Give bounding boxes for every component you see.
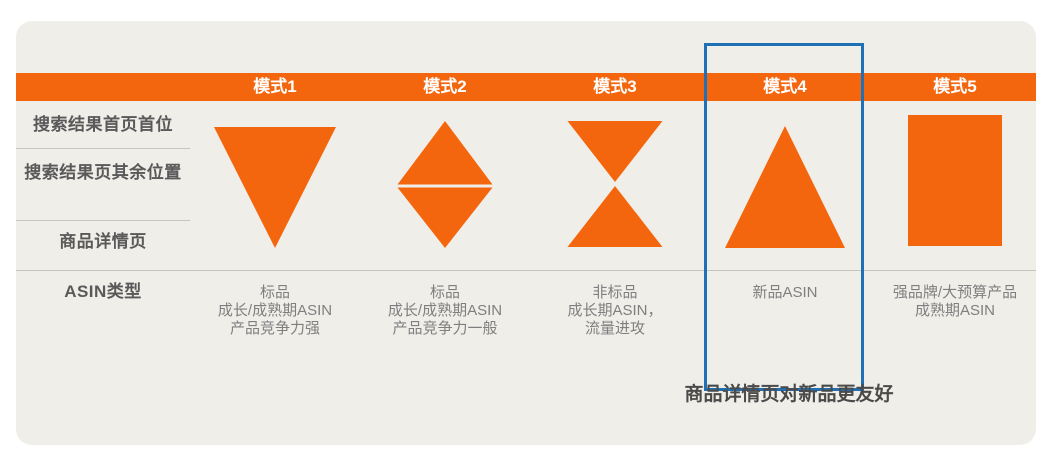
mode2-header: 模式2: [423, 77, 467, 96]
mode5-asin-type: 强品牌/大预算产品 成熟期ASIN: [870, 284, 1040, 320]
row-label-product-detail: 商品详情页: [59, 232, 147, 251]
mode4-asin-type: 新品ASIN: [700, 284, 870, 302]
mode4-shape-cell: [700, 115, 870, 248]
rectangle-shape: [908, 115, 1002, 246]
mode3-header: 模式3: [593, 77, 637, 96]
new-product-callout: 商品详情页对新品更友好: [684, 384, 894, 405]
asin-line: 流量进攻: [584, 320, 645, 337]
row-divider-1: [16, 148, 190, 149]
asin-line: 产品竞争力一般: [392, 320, 498, 337]
inverted-triangle-shape: [214, 127, 336, 248]
hourglass-shape: [567, 121, 663, 247]
mode-header-bar: 模式1 模式2 模式3 模式4 模式5: [16, 73, 1036, 101]
asin-line: 成长期ASIN，: [567, 302, 663, 319]
row-divider-full: [16, 270, 1036, 271]
mode2-shape-cell: [360, 115, 530, 248]
mode3-asin-type: 非标品 成长期ASIN， 流量进攻: [530, 284, 700, 338]
mode1-shape-cell: [190, 115, 360, 248]
mode2-asin-type: 标品 成长/成熟期ASIN 产品竞争力一般: [360, 284, 530, 338]
mode1-asin-type: 标品 成长/成熟期ASIN 产品竞争力强: [190, 284, 360, 338]
asin-line: 非标品: [592, 284, 638, 301]
row-label-asin-type: ASIN类型: [64, 282, 142, 301]
asin-line: 成长/成熟期ASIN: [387, 302, 503, 319]
slide-card: 模式1 模式2 模式3 模式4 模式5 搜索结果首页首位 搜索结果页其余位置 商…: [16, 21, 1036, 445]
asin-line: 新品ASIN: [752, 284, 818, 301]
mode4-header: 模式4: [763, 77, 807, 96]
mode1-header: 模式1: [253, 77, 297, 96]
mode5-shape-cell: [870, 115, 1040, 248]
asin-line: 成长/成熟期ASIN: [217, 302, 333, 319]
asin-line: 产品竞争力强: [229, 320, 320, 337]
row-label-top-of-search: 搜索结果首页首位: [33, 115, 173, 134]
asin-line: 标品: [429, 284, 460, 301]
asin-line: 强品牌/大预算产品: [892, 284, 1018, 301]
asin-line: 成熟期ASIN: [914, 302, 995, 319]
mode3-shape-cell: [530, 115, 700, 248]
row-divider-2: [16, 220, 190, 221]
diamond-shape: [397, 121, 493, 248]
triangle-shape: [725, 126, 845, 248]
asin-line: 标品: [259, 284, 290, 301]
row-label-rest-of-search: 搜索结果页其余位置: [24, 163, 182, 182]
mode5-header: 模式5: [933, 77, 977, 96]
